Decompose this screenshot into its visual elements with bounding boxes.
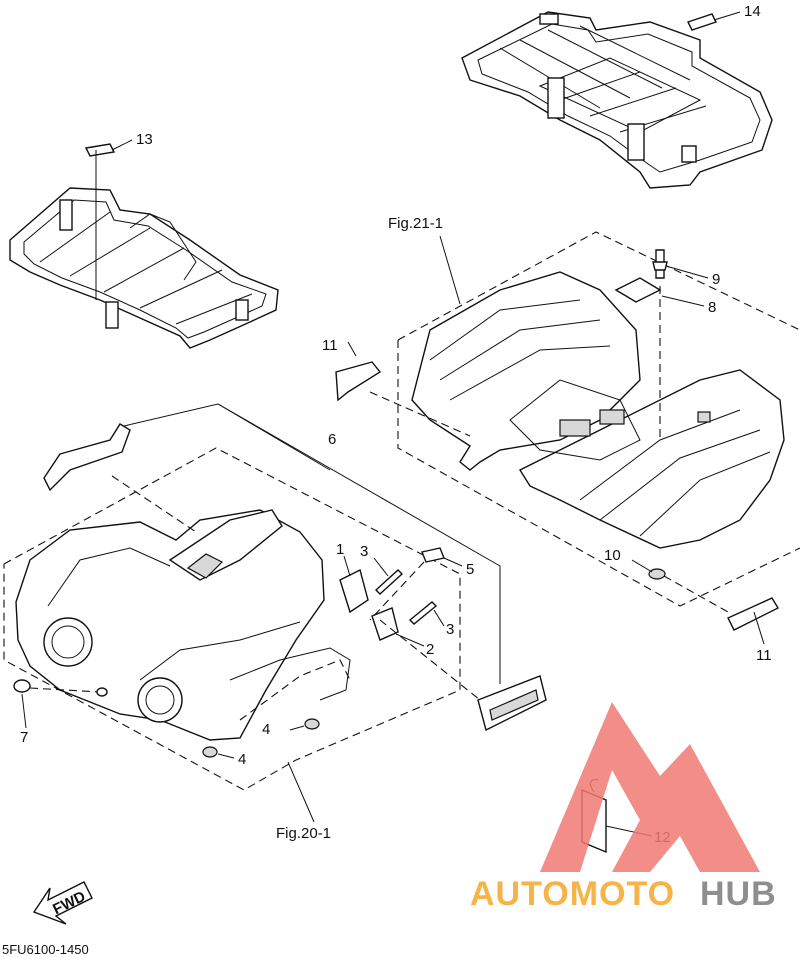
callout-3-lower: 3 <box>446 621 454 638</box>
fig-ref-rear: Fig.21-1 <box>388 215 461 305</box>
rivet-4-left: 4 <box>202 746 246 768</box>
part-code: 5FU6100-1450 <box>2 942 89 957</box>
plug-7: 7 <box>13 679 108 746</box>
label-13: 13 <box>84 131 153 300</box>
watermark-brand-part1: AUTOMOTO <box>470 875 675 913</box>
callout-11-right: 11 <box>756 647 772 664</box>
callout-5: 5 <box>466 561 474 578</box>
callout-9: 9 <box>712 271 720 288</box>
front-fender-group <box>3 403 501 791</box>
screw-3-lower: 3 <box>408 601 454 638</box>
fwd-arrow: FWD <box>32 881 93 925</box>
rear-fender-group <box>397 231 800 607</box>
fig-ref-20-1: Fig.20-1 <box>276 825 331 842</box>
emblem-front-large: 6 <box>43 403 336 533</box>
callout-4-left: 4 <box>238 751 246 768</box>
callout-10: 10 <box>604 547 621 564</box>
front-carrier <box>9 187 279 349</box>
screw-3-upper: 3 <box>360 543 404 595</box>
callout-13: 13 <box>136 131 153 148</box>
fig-ref-21-1: Fig.21-1 <box>388 215 443 232</box>
callout-3-upper: 3 <box>360 543 368 560</box>
callout-14: 14 <box>744 3 761 20</box>
rear-carrier <box>461 11 773 189</box>
emblem-11-left: 11 <box>322 337 471 437</box>
watermark-logo <box>540 702 760 872</box>
callout-6: 6 <box>328 431 336 448</box>
callout-1: 1 <box>336 541 344 558</box>
watermark-brand-part2: HUB <box>700 875 777 913</box>
bracket-8: 8 <box>614 277 716 316</box>
grommet-10: 10 <box>604 547 653 573</box>
callout-2: 2 <box>426 641 434 658</box>
callout-7: 7 <box>20 729 28 746</box>
callout-11-left: 11 <box>322 337 338 354</box>
rivet-4-right: 4 <box>262 718 320 738</box>
watermark-text: AUTOMOTO HUB <box>470 875 777 913</box>
label-14: 14 <box>687 3 761 31</box>
label-5: 5 <box>369 547 474 621</box>
fig-ref-front: Fig.20-1 <box>276 761 331 842</box>
plate-1: 1 <box>336 541 369 614</box>
watermark-triangle-icon <box>540 702 760 872</box>
callout-8: 8 <box>708 299 716 316</box>
bolt-9: 9 <box>652 249 720 440</box>
callout-4-right: 4 <box>262 721 270 738</box>
emblem-4x4: 11 <box>663 575 779 664</box>
emblem-big-bear <box>379 619 547 732</box>
